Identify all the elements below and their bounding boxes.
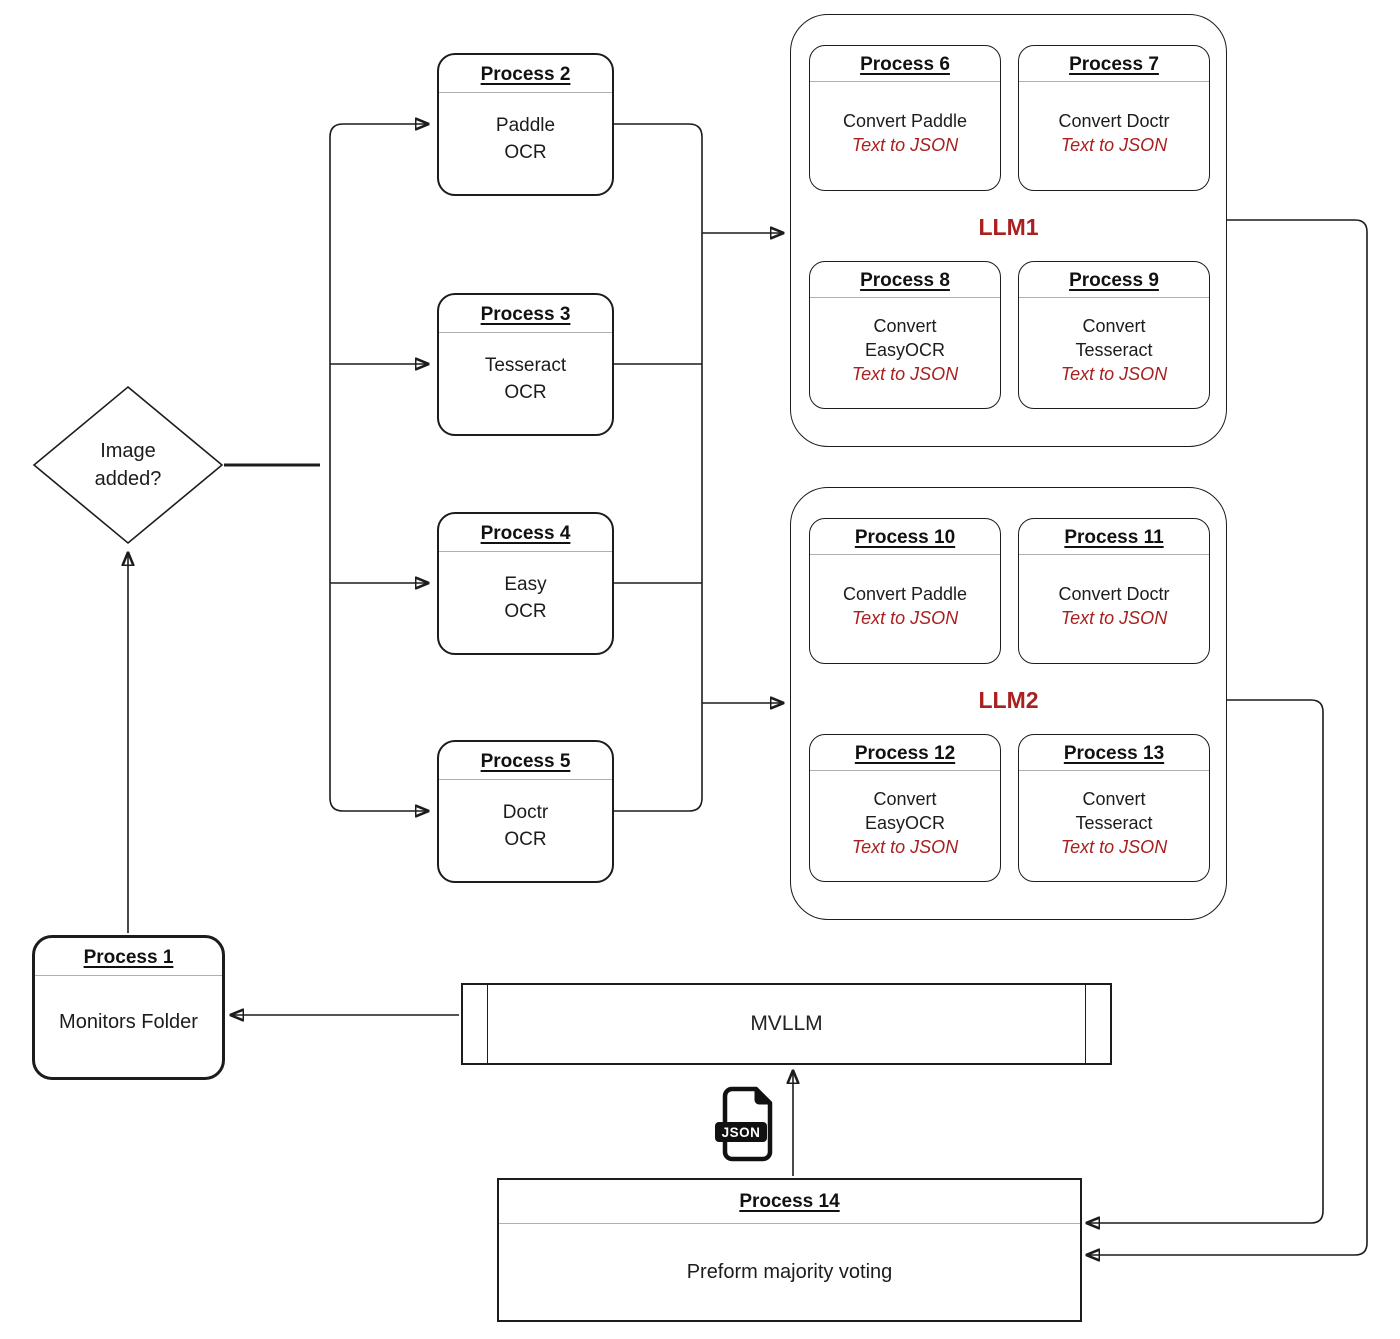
decision-diamond-shape [32,385,224,545]
line-process2-out [614,123,703,138]
process5-body: Doctr OCR [502,801,549,850]
process3-node: Process 3 Tesseract OCR [437,293,614,436]
pipe-llm1-to-process14 [1087,219,1368,1255]
process6-title: Process 6 [810,46,1000,82]
line-process5-out [614,797,703,812]
pipe-llm2-to-process14 [1087,699,1324,1223]
process7-title: Process 7 [1019,46,1209,82]
process1-node: Process 1 Monitors Folder [32,935,225,1080]
process13-node: Process 13 Convert Tesseract Text to JSO… [1018,734,1210,882]
process12-subtext: Text to JSON [851,837,959,858]
process8-body: Convert EasyOCR [864,315,945,360]
process11-body: Convert Doctr [1058,583,1170,604]
process12-node: Process 12 Convert EasyOCR Text to JSON [809,734,1001,882]
process2-node: Process 2 Paddle OCR [437,53,614,196]
process7-node: Process 7 Convert Doctr Text to JSON [1018,45,1210,191]
process13-title: Process 13 [1019,735,1209,771]
process3-title: Process 3 [439,295,612,333]
process4-title: Process 4 [439,514,612,552]
process10-node: Process 10 Convert Paddle Text to JSON [809,518,1001,664]
process3-body: Tesseract OCR [484,354,567,403]
process10-body: Convert Paddle [842,583,968,604]
json-file-icon: JSON [715,1086,773,1162]
process12-title: Process 12 [810,735,1000,771]
json-banner [715,1122,767,1142]
process13-body: Convert Tesseract [1075,788,1153,833]
process5-title: Process 5 [439,742,612,780]
process2-title: Process 2 [439,55,612,93]
process1-body: Monitors Folder [59,1011,198,1034]
process11-node: Process 11 Convert Doctr Text to JSON [1018,518,1210,664]
process8-node: Process 8 Convert EasyOCR Text to JSON [809,261,1001,409]
mvllm-label: MVLLM [487,985,1086,1063]
process9-node: Process 9 Convert Tesseract Text to JSON [1018,261,1210,409]
process8-title: Process 8 [810,262,1000,298]
process14-body: Preform majority voting [686,1260,893,1283]
process14-node: Process 14 Preform majority voting [497,1178,1082,1322]
llm2-container: LLM2 Process 10 Convert Paddle Text to J… [790,487,1227,920]
decision-label: Image added? [94,440,162,490]
process10-title: Process 10 [810,519,1000,555]
process7-subtext: Text to JSON [1060,135,1168,155]
process14-title: Process 14 [499,1180,1080,1224]
branch-rail [329,123,344,812]
process6-node: Process 6 Convert Paddle Text to JSON [809,45,1001,191]
llm2-label: LLM2 [978,687,1039,713]
process11-subtext: Text to JSON [1060,608,1168,628]
process4-node: Process 4 Easy OCR [437,512,614,655]
process12-body: Convert EasyOCR [864,788,945,833]
process8-subtext: Text to JSON [851,364,959,385]
process13-subtext: Text to JSON [1060,837,1168,858]
json-banner-label: JSON [722,1125,761,1140]
process9-title: Process 9 [1019,262,1209,298]
mvllm-bar: MVLLM [461,983,1112,1065]
process6-subtext: Text to JSON [851,135,959,155]
process2-body: Paddle OCR [495,114,556,163]
process11-title: Process 11 [1019,519,1209,555]
llm1-container: LLM1 Process 6 Convert Paddle Text to JS… [790,14,1227,447]
process5-node: Process 5 Doctr OCR [437,740,614,883]
file-fold-corner [754,1087,772,1105]
process9-body: Convert Tesseract [1075,315,1153,360]
process10-subtext: Text to JSON [851,608,959,628]
process1-title: Process 1 [35,938,222,976]
process7-body: Convert Doctr [1058,110,1170,131]
process4-body: Easy OCR [504,573,547,622]
llm1-label: LLM1 [978,214,1039,240]
process9-subtext: Text to JSON [1060,364,1168,385]
process6-body: Convert Paddle [842,110,968,131]
